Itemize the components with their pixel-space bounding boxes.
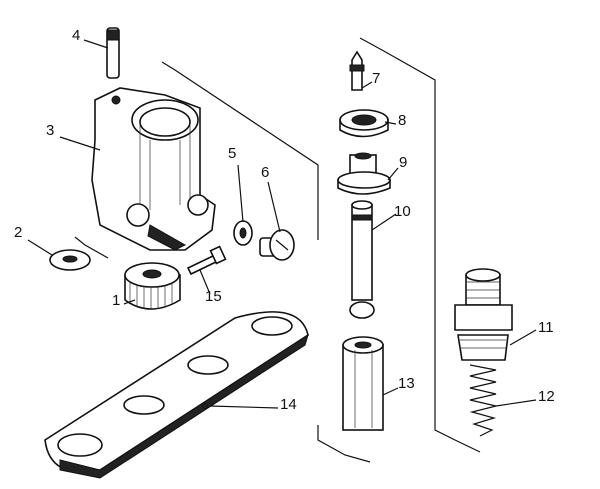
part-4-pin <box>106 27 120 79</box>
part-8-ring <box>339 109 389 138</box>
callout-1: 1 <box>112 292 121 309</box>
part-2-washer <box>49 249 91 271</box>
leader-lines <box>27 39 537 409</box>
part-3-housing <box>91 87 216 251</box>
part-9-nut <box>337 152 391 195</box>
part-13-barrel <box>342 336 384 431</box>
callout-5: 5 <box>228 145 237 162</box>
callout-6: 6 <box>261 164 270 181</box>
part-11-fitting <box>454 268 513 361</box>
callout-12: 12 <box>538 388 555 405</box>
assembly-lines <box>74 37 481 463</box>
callout-8: 8 <box>398 112 407 129</box>
part-7-valve-tip <box>349 50 365 91</box>
callout-10: 10 <box>394 203 411 220</box>
callout-9: 9 <box>399 154 408 171</box>
part-6-plug <box>259 229 295 261</box>
callout-15: 15 <box>205 288 222 305</box>
callout-3: 3 <box>46 122 55 139</box>
callout-7: 7 <box>372 70 381 87</box>
callout-2: 2 <box>14 224 23 241</box>
callout-11: 11 <box>538 319 554 336</box>
part-12-spring <box>469 364 497 437</box>
part-10-plunger <box>349 200 375 319</box>
part-14-wrench <box>44 311 309 479</box>
callout-13: 13 <box>398 375 415 392</box>
part-1-gear <box>124 262 181 310</box>
callout-14: 14 <box>280 396 297 413</box>
callout-4: 4 <box>72 27 81 44</box>
part-5-washer <box>233 220 253 246</box>
part-15-screw <box>186 245 227 276</box>
